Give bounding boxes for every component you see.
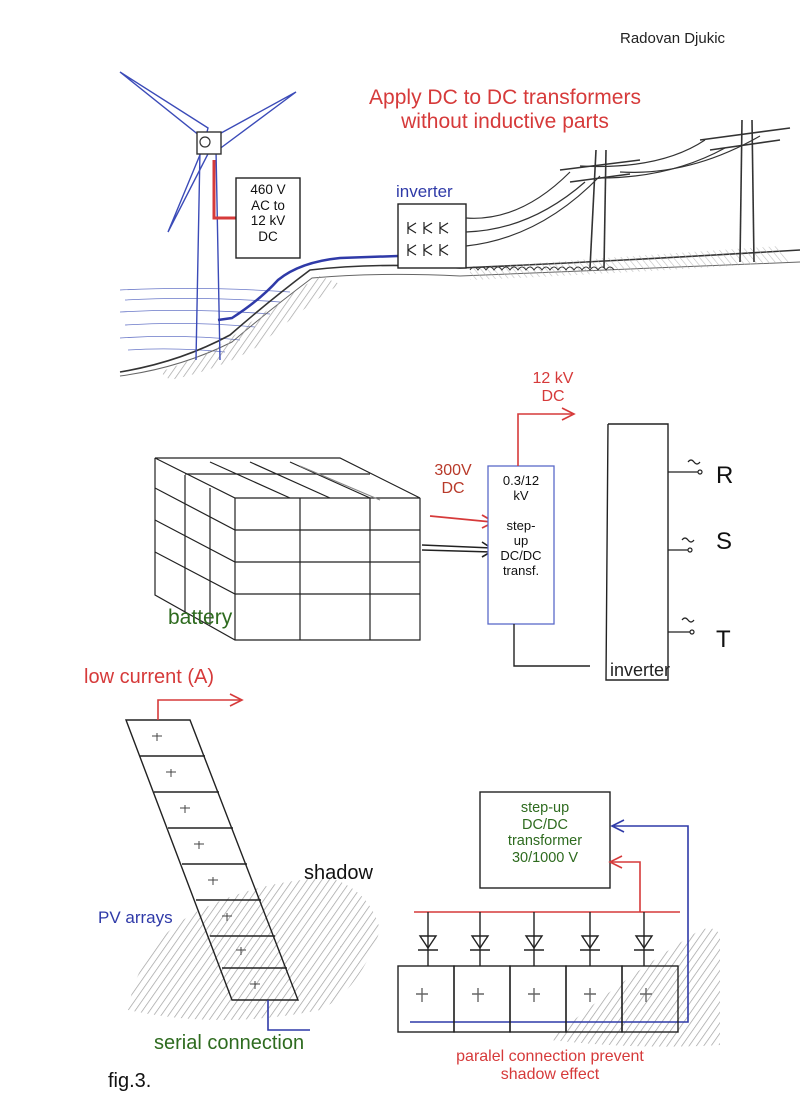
author-name: Radovan Djukic	[620, 30, 726, 47]
transformer-line: transf.	[502, 562, 540, 578]
headline-text: Apply DC to DC transformers without indu…	[330, 86, 680, 134]
headline-line2: without inductive parts	[401, 110, 609, 134]
transformer-output-line	[517, 413, 572, 466]
igbt-symbols	[407, 222, 449, 256]
transformer-return-line	[513, 624, 590, 667]
serial-connection-wire	[267, 1000, 310, 1031]
phase-taps	[668, 459, 703, 635]
pv-arrays-label: PV arrays	[98, 908, 173, 927]
subsea-cable	[217, 254, 399, 322]
figure-label: fig.3.	[108, 1070, 152, 1092]
coastline-ground	[119, 246, 800, 380]
input-voltage-line: DC	[441, 480, 465, 498]
shadow-area-right	[550, 928, 720, 1047]
stepup-line: DC/DC	[522, 816, 568, 833]
pv-serial-string	[124, 719, 300, 1001]
stepup-transformer-box	[487, 465, 555, 625]
input-voltage-line: 300V	[434, 462, 472, 479]
battery-pack	[154, 457, 421, 641]
middle-inverter-box	[605, 423, 669, 681]
shadow-label: shadow	[304, 862, 373, 884]
parallel-line2: shadow effect	[500, 1066, 600, 1084]
stepup-box-bottom-text: step-up DC/DC transformer 30/1000 V	[480, 800, 610, 867]
converter-line: AC to	[251, 197, 285, 213]
stepup-transformer-text: 0.3/12 kV step- up DC/DC transf.	[488, 473, 554, 579]
phase-t-label: T	[716, 626, 731, 653]
output-voltage-line: 12 kV	[532, 370, 574, 387]
stepup-line: 30/1000 V	[511, 850, 579, 867]
power-lines	[465, 135, 761, 247]
headline-line1: Apply DC to DC transformers	[369, 86, 641, 109]
transformer-line: kV	[513, 487, 529, 503]
power-pylons	[559, 119, 791, 269]
converter-box-text: 460 V AC to 12 kV DC	[236, 182, 300, 244]
phase-s-label: S	[716, 528, 733, 555]
low-current-arrow	[157, 699, 240, 720]
battery-label: battery	[168, 606, 233, 629]
transformer-line	[488, 504, 554, 519]
converter-line: DC	[258, 228, 278, 244]
transformer-line: DC/DC	[500, 547, 542, 563]
top-inverter-label: inverter	[396, 182, 453, 201]
middle-inverter-label: inverter	[610, 660, 671, 680]
battery-to-transformer-arrow-black	[421, 544, 493, 553]
output-voltage-label: 12 kV DC	[518, 370, 588, 407]
pv-cell-symbols	[152, 733, 260, 989]
transformer-line: 0.3/12	[502, 473, 540, 488]
output-voltage-line: DC	[541, 388, 565, 406]
stepup-box-bottom	[479, 791, 611, 889]
pv-parallel-panels	[397, 965, 679, 1033]
converter-line: 460 V	[250, 182, 286, 197]
stepup-line: step-up	[520, 800, 570, 816]
battery-to-transformer-arrow-red	[429, 515, 493, 523]
parallel-bus-red	[414, 861, 680, 913]
stepup-line: transformer	[507, 833, 583, 850]
parallel-return-blue	[410, 825, 689, 1023]
diode-row	[418, 912, 654, 966]
converter-box	[235, 177, 301, 259]
parallel-connection-label: paralel connection prevent shadow effect	[400, 1048, 700, 1085]
input-voltage-label: 300V DC	[420, 462, 486, 499]
serial-connection-label: serial connection	[154, 1032, 305, 1054]
wind-turbine	[119, 71, 297, 361]
phase-r-label: R	[716, 462, 734, 489]
turbine-feed-line	[212, 160, 236, 220]
shadow-area-left	[128, 878, 380, 1020]
top-inverter-box	[397, 203, 467, 269]
parallel-line1: paralel connection prevent	[456, 1048, 644, 1065]
low-current-label: low current (A)	[84, 666, 215, 688]
transformer-line: up	[513, 532, 529, 548]
transformer-line: step-	[506, 517, 536, 533]
converter-line: 12 kV	[250, 213, 286, 229]
